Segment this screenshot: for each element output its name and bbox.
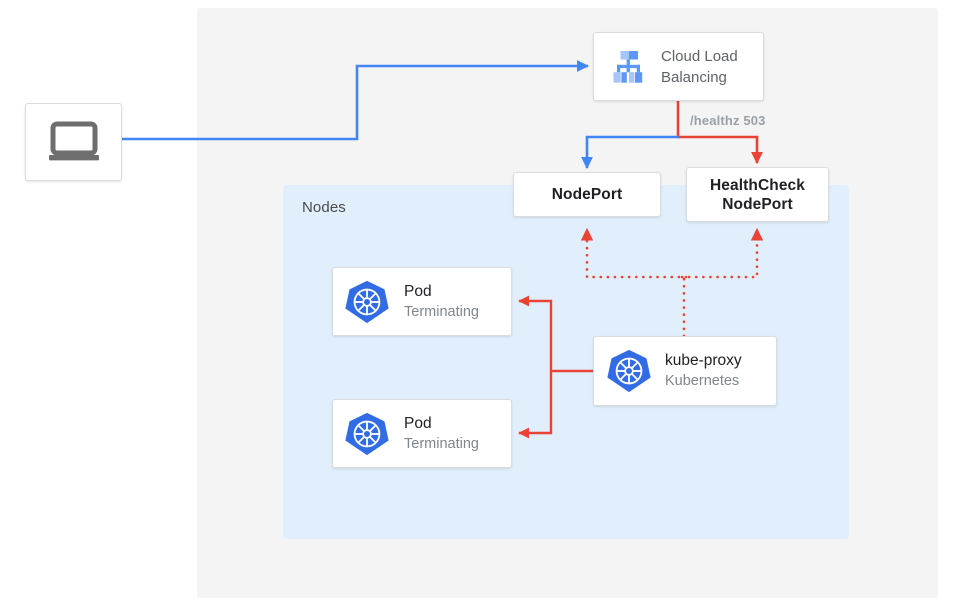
kubernetes-icon [344,411,390,457]
kubernetes-icon [606,348,652,394]
nodeport-label: NodePort [551,186,623,203]
pod-a-text: Pod Terminating [404,282,479,322]
kube-proxy-title: kube-proxy [665,352,742,369]
pod-node-b[interactable]: Pod Terminating [332,399,512,468]
cloud-load-balancing-icon [606,45,650,89]
clb-label-line1: Cloud Load [661,47,738,65]
healthcheck-nodeport-node[interactable]: HealthCheck NodePort [686,167,829,222]
pod-node-a[interactable]: Pod Terminating [332,267,512,336]
hc-label-line1: HealthCheck [710,176,805,194]
kubernetes-icon [344,279,390,325]
laptop-icon [47,121,101,163]
nodes-region-label: Nodes [302,199,346,216]
pod-a-title: Pod [404,282,432,300]
pod-b-title: Pod [404,414,432,432]
clb-label-line2: Balancing [661,68,727,86]
pod-b-status: Terminating [404,435,479,452]
healthcheck-nodeport-label: HealthCheck NodePort [710,176,805,214]
cloud-load-balancing-label: Cloud Load Balancing [661,46,738,88]
edge-label-healthz: /healthz 503 [690,113,766,128]
kube-proxy-text: kube-proxy Kubernetes [665,351,742,391]
client-node[interactable] [25,103,122,181]
kube-proxy-subtitle: Kubernetes [665,373,740,389]
kube-proxy-node[interactable]: kube-proxy Kubernetes [593,336,777,406]
hc-label-line2: NodePort [722,195,793,213]
nodeport-node[interactable]: NodePort [513,172,661,217]
pod-b-text: Pod Terminating [404,414,479,454]
cloud-load-balancing-node[interactable]: Cloud Load Balancing [593,32,764,101]
pod-a-status: Terminating [404,303,479,320]
